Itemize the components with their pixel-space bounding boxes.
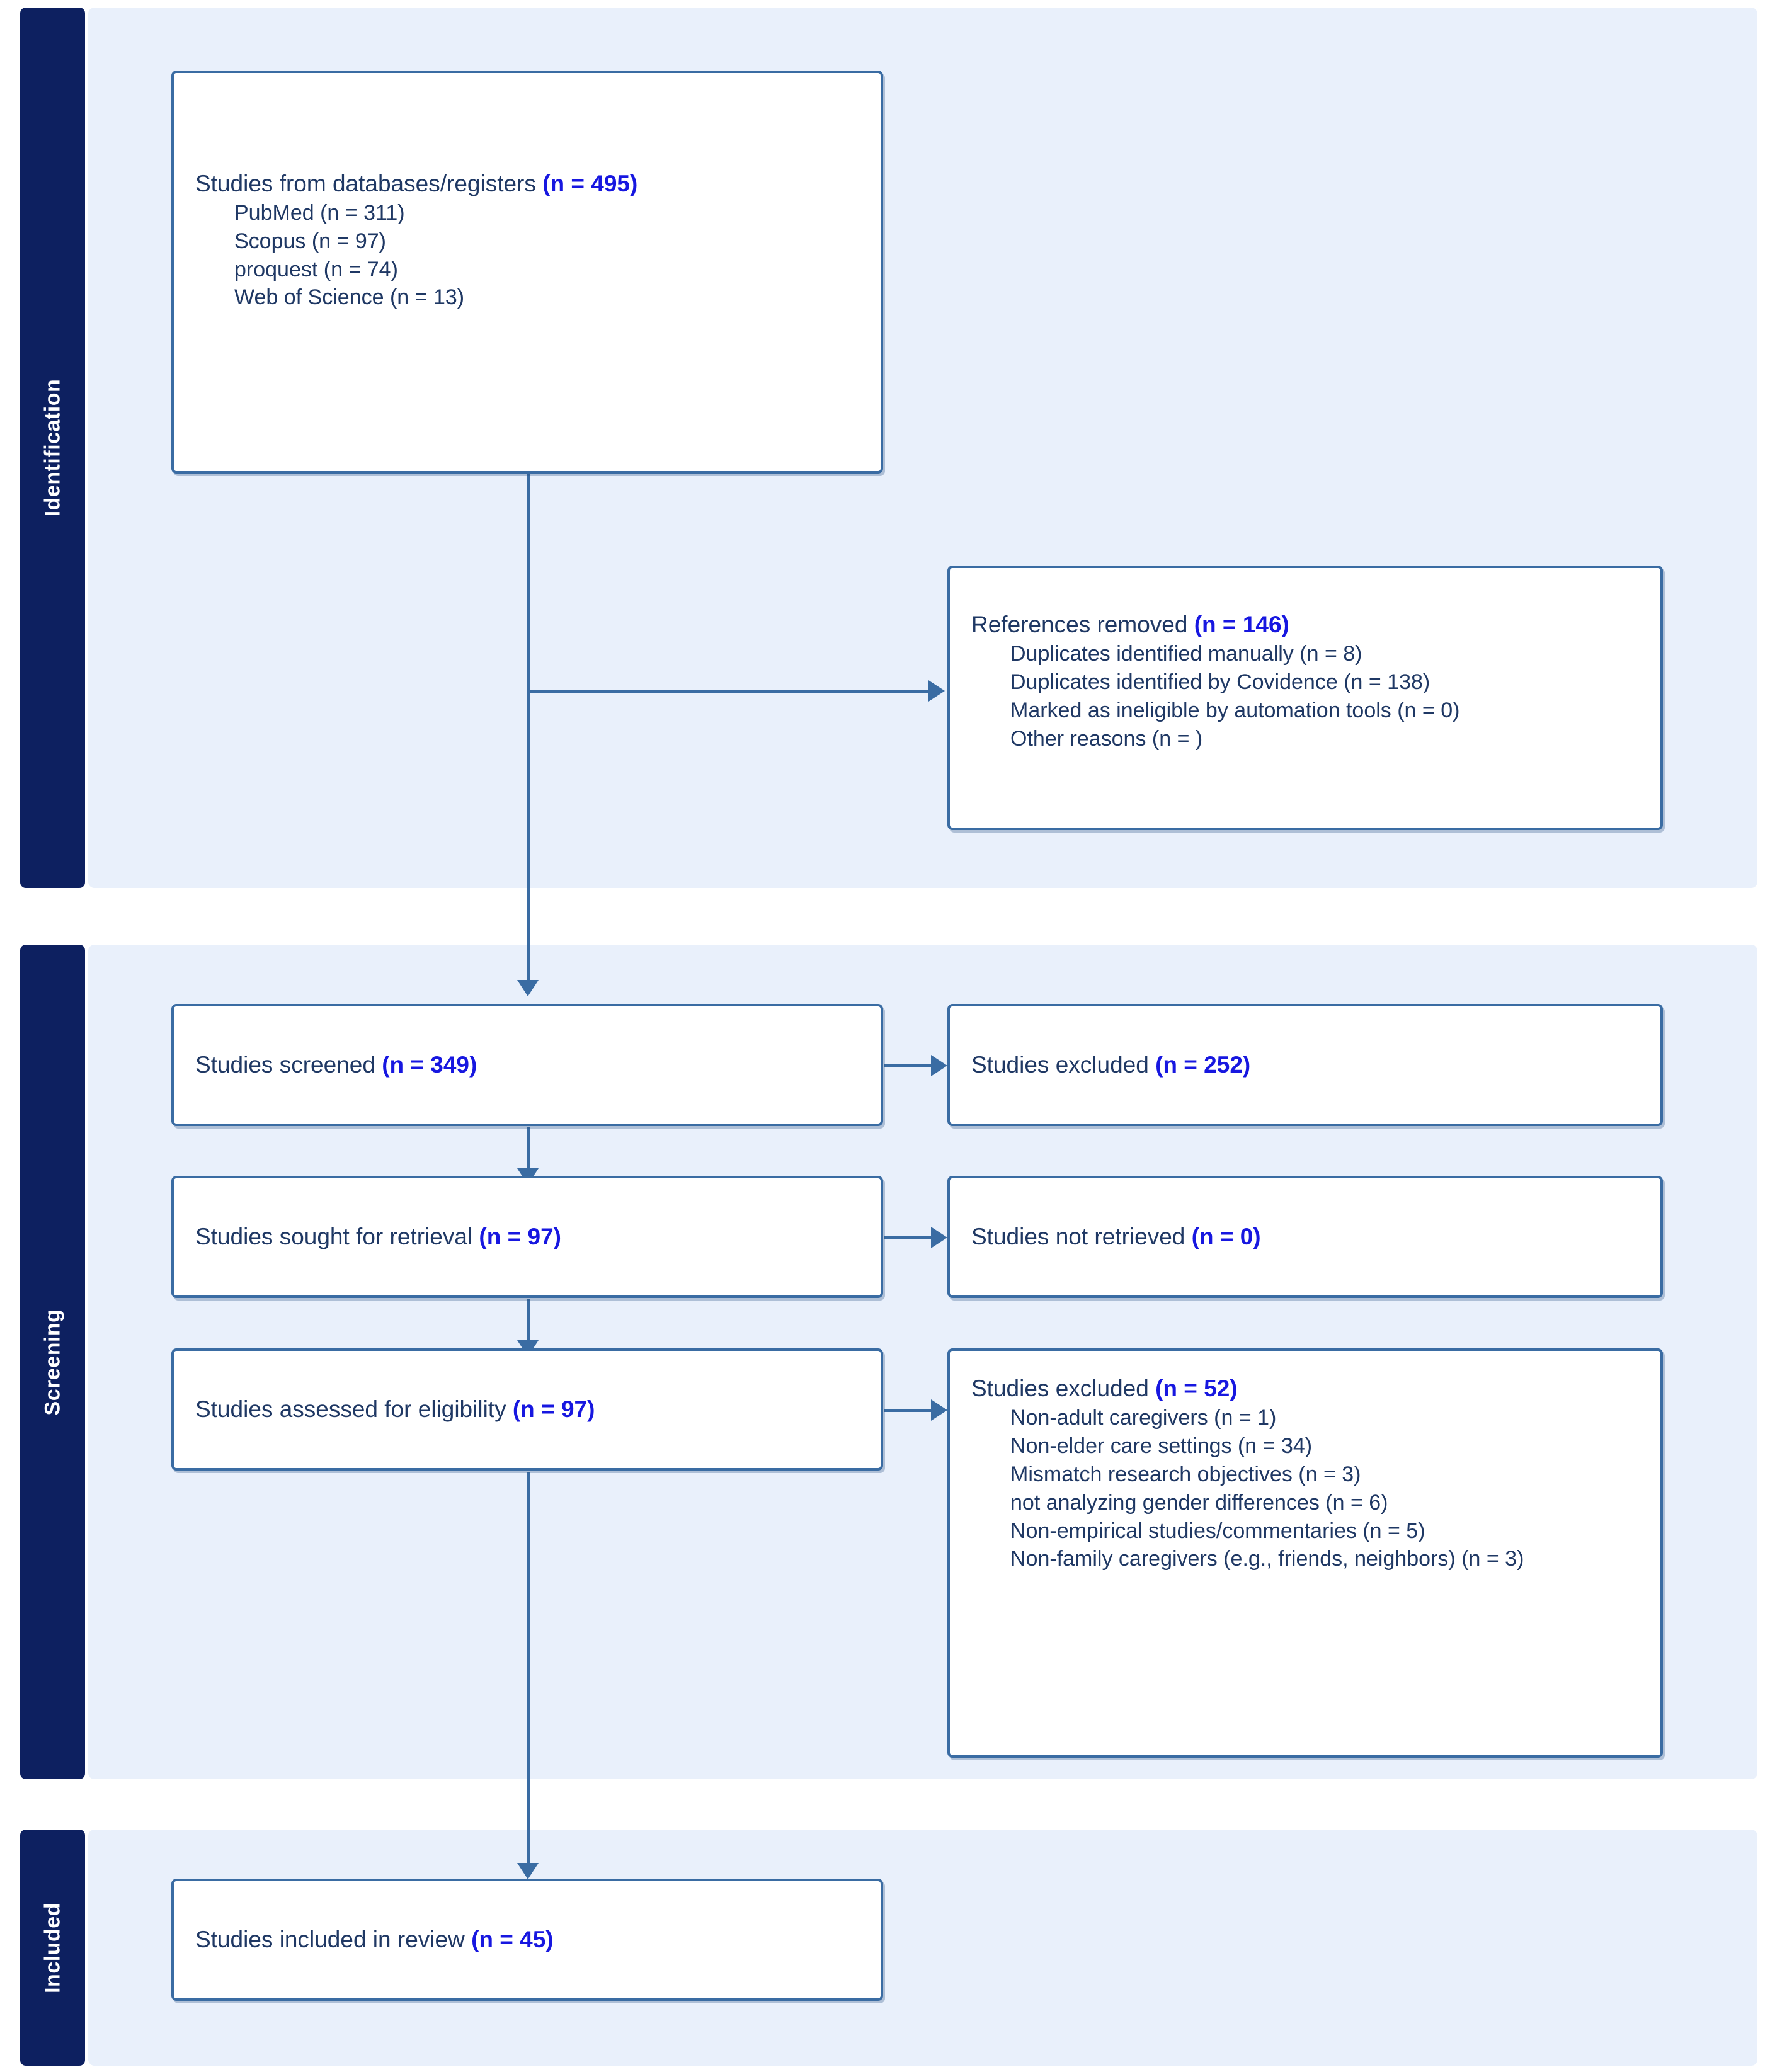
studies-screened-count: (n = 349) xyxy=(382,1051,477,1078)
excluded-eligibility-reason-5: Non-family caregivers (e.g., friends, ne… xyxy=(1010,1545,1639,1573)
source-count: (n = 13) xyxy=(389,285,465,310)
references-removed-count: (n = 146) xyxy=(1194,611,1289,637)
box-studies-excluded-eligibility: Studies excluded (n = 52) Non-adult care… xyxy=(947,1348,1663,1758)
reason-label: Duplicates identified by Covidence xyxy=(1010,669,1338,694)
arrow-right-assessed-excluded xyxy=(931,1399,947,1421)
box-studies-included: Studies included in review (n = 45) xyxy=(171,1879,883,2001)
box-references-removed: References removed (n = 146) Duplicates … xyxy=(947,566,1663,830)
reason-count: (n = 6) xyxy=(1325,1490,1388,1515)
source-label: proquest xyxy=(234,257,318,282)
studies-sought-count: (n = 97) xyxy=(479,1223,561,1249)
studies-assessed-title: Studies assessed for eligibility xyxy=(195,1396,506,1422)
box-studies-sought: Studies sought for retrieval (n = 97) xyxy=(171,1176,883,1298)
source-count: (n = 311) xyxy=(320,200,405,225)
references-removed-title-line: References removed (n = 146) xyxy=(971,610,1639,640)
stage-label-screening-text: Screening xyxy=(40,1309,64,1415)
box-records-identified: Studies from databases/registers (n = 49… xyxy=(171,71,883,474)
stage-label-identification: Identification xyxy=(20,8,85,888)
source-label: PubMed xyxy=(234,200,314,225)
connector-sought-to-notretrieved xyxy=(884,1236,933,1239)
records-identified-title-line: Studies from databases/registers (n = 49… xyxy=(195,169,859,199)
studies-excluded-screening-title-line: Studies excluded (n = 252) xyxy=(971,1050,1639,1080)
box-studies-not-retrieved: Studies not retrieved (n = 0) xyxy=(947,1176,1663,1298)
records-identified-source-3: Web of Science (n = 13) xyxy=(234,283,859,312)
studies-included-count: (n = 45) xyxy=(471,1926,554,1952)
arrow-down-assessed-included xyxy=(517,1863,539,1879)
references-removed-reason-0: Duplicates identified manually (n = 8) xyxy=(1010,640,1639,668)
references-removed-reason-3: Other reasons (n = ) xyxy=(1010,725,1639,753)
reason-count: (n = 8) xyxy=(1299,642,1362,666)
reason-count: (n = 1) xyxy=(1214,1406,1277,1430)
studies-excluded-eligibility-title: Studies excluded xyxy=(971,1375,1149,1401)
reason-label: Marked as ineligible by automation tools xyxy=(1010,698,1391,722)
connector-sought-to-assessed xyxy=(527,1299,530,1348)
arrow-right-screened-excluded xyxy=(931,1055,947,1076)
reason-label: Non-adult caregivers xyxy=(1010,1406,1208,1430)
reason-label: Non-empirical studies/commentaries xyxy=(1010,1518,1357,1543)
reason-count: (n = ) xyxy=(1151,726,1203,751)
reason-label: Other reasons xyxy=(1010,726,1146,751)
records-identified-source-1: Scopus (n = 97) xyxy=(234,227,859,256)
reason-count: (n = 5) xyxy=(1362,1518,1425,1543)
connector-identified-to-removed xyxy=(527,690,930,693)
reason-label: Non-family caregivers (e.g., friends, ne… xyxy=(1010,1547,1456,1571)
studies-screened-title: Studies screened xyxy=(195,1051,375,1078)
connector-screened-to-excluded xyxy=(884,1064,933,1067)
excluded-eligibility-reason-0: Non-adult caregivers (n = 1) xyxy=(1010,1404,1639,1432)
references-removed-title: References removed xyxy=(971,611,1188,637)
reason-count: (n = 0) xyxy=(1397,698,1460,722)
arrow-right-sought-notretrieved xyxy=(931,1227,947,1248)
connector-identified-to-screened xyxy=(527,474,530,989)
arrow-right-to-removed xyxy=(928,680,945,702)
records-identified-source-2: proquest (n = 74) xyxy=(234,256,859,284)
source-label: Web of Science xyxy=(234,285,384,310)
excluded-eligibility-reason-4: Non-empirical studies/commentaries (n = … xyxy=(1010,1517,1639,1545)
reason-label: Non-elder care settings xyxy=(1010,1433,1232,1458)
reason-count: (n = 3) xyxy=(1298,1462,1361,1486)
connector-assessed-to-excluded xyxy=(884,1409,933,1412)
studies-excluded-eligibility-title-line: Studies excluded (n = 52) xyxy=(971,1374,1639,1404)
source-label: Scopus xyxy=(234,229,306,253)
excluded-eligibility-reason-3: not analyzing gender differences (n = 6) xyxy=(1010,1489,1639,1517)
studies-sought-title-line: Studies sought for retrieval (n = 97) xyxy=(195,1222,859,1252)
studies-not-retrieved-title: Studies not retrieved xyxy=(971,1223,1185,1249)
studies-not-retrieved-count: (n = 0) xyxy=(1191,1223,1261,1249)
studies-assessed-count: (n = 97) xyxy=(512,1396,595,1422)
studies-included-title: Studies included in review xyxy=(195,1926,465,1952)
studies-included-title-line: Studies included in review (n = 45) xyxy=(195,1925,859,1955)
stage-label-identification-text: Identification xyxy=(40,379,64,517)
references-removed-reason-1: Duplicates identified by Covidence (n = … xyxy=(1010,668,1639,697)
reason-count: (n = 34) xyxy=(1237,1433,1313,1458)
connector-assessed-to-included xyxy=(527,1472,530,1870)
studies-sought-title: Studies sought for retrieval xyxy=(195,1223,473,1249)
records-identified-source-0: PubMed (n = 311) xyxy=(234,199,859,227)
stage-label-included-text: Included xyxy=(40,1902,64,1993)
box-studies-screened: Studies screened (n = 349) xyxy=(171,1004,883,1126)
studies-excluded-eligibility-count: (n = 52) xyxy=(1155,1375,1238,1401)
records-identified-count: (n = 495) xyxy=(542,170,638,196)
excluded-eligibility-reason-2: Mismatch research objectives (n = 3) xyxy=(1010,1460,1639,1489)
source-count: (n = 97) xyxy=(311,229,386,253)
reason-label: Mismatch research objectives xyxy=(1010,1462,1293,1486)
studies-excluded-screening-title: Studies excluded xyxy=(971,1051,1149,1078)
connector-screened-to-sought xyxy=(527,1127,530,1176)
box-studies-excluded-screening: Studies excluded (n = 252) xyxy=(947,1004,1663,1126)
source-count: (n = 74) xyxy=(323,257,398,282)
reason-label: not analyzing gender differences xyxy=(1010,1490,1320,1515)
stage-label-screening: Screening xyxy=(20,945,85,1779)
studies-screened-title-line: Studies screened (n = 349) xyxy=(195,1050,859,1080)
studies-excluded-screening-count: (n = 252) xyxy=(1155,1051,1251,1078)
reason-label: Duplicates identified manually xyxy=(1010,642,1294,666)
studies-assessed-title-line: Studies assessed for eligibility (n = 97… xyxy=(195,1394,859,1425)
reason-count: (n = 3) xyxy=(1461,1547,1524,1571)
reason-count: (n = 138) xyxy=(1344,669,1430,694)
arrow-down-to-screened xyxy=(517,980,539,996)
excluded-eligibility-reason-1: Non-elder care settings (n = 34) xyxy=(1010,1432,1639,1460)
studies-not-retrieved-title-line: Studies not retrieved (n = 0) xyxy=(971,1222,1639,1252)
box-studies-assessed: Studies assessed for eligibility (n = 97… xyxy=(171,1348,883,1471)
records-identified-title: Studies from databases/registers xyxy=(195,170,536,196)
stage-label-included: Included xyxy=(20,1830,85,2066)
references-removed-reason-2: Marked as ineligible by automation tools… xyxy=(1010,697,1639,725)
